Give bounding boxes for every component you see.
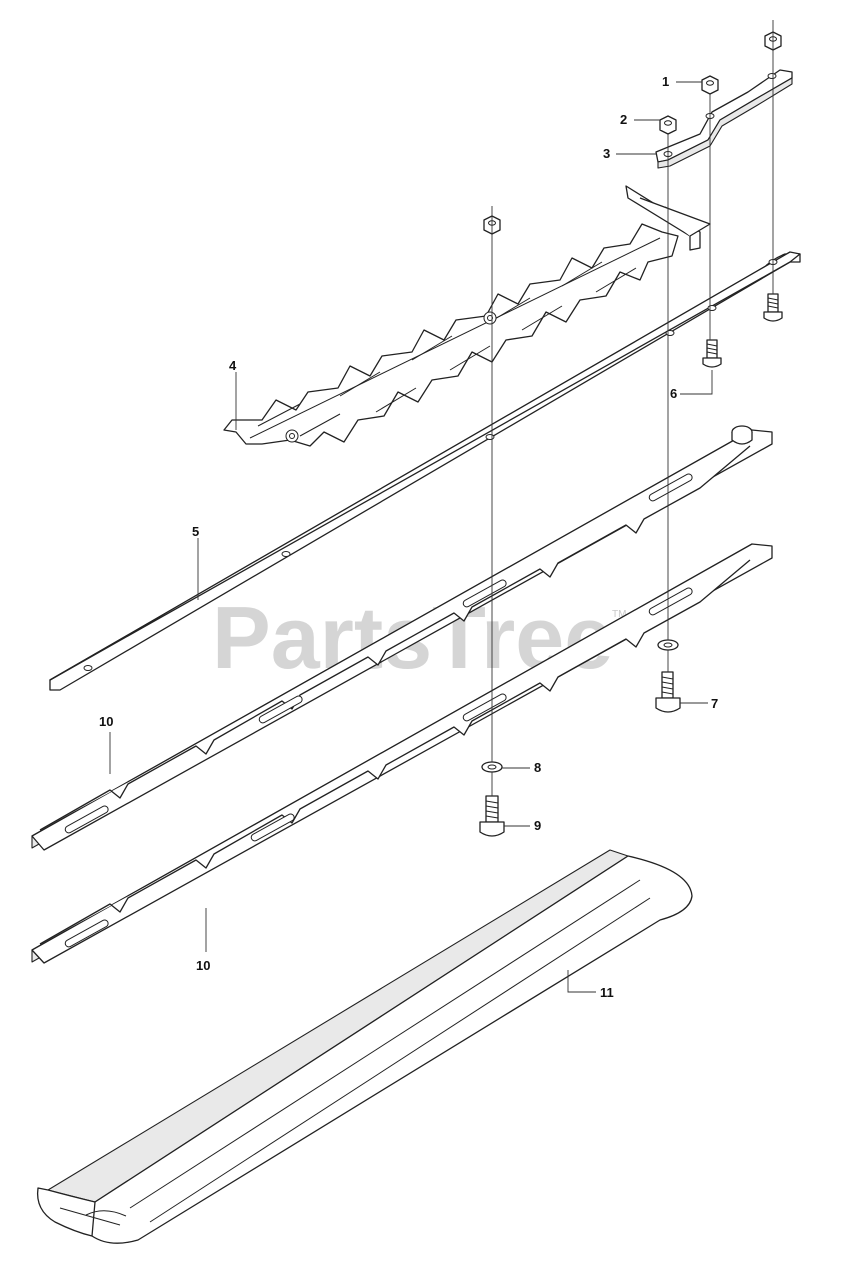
callout-4: 4: [229, 358, 237, 373]
part-6-screw-left: [702, 339, 722, 368]
part-3-bracket: [655, 69, 793, 169]
callout-3: 3: [603, 146, 610, 161]
callout-8: 8: [534, 760, 541, 775]
callout-9: 9: [534, 818, 541, 833]
part-5-support-bar: [49, 251, 801, 691]
part-11-blade-guard: [36, 849, 693, 1244]
part-10-lower-cutter-blade: [31, 543, 773, 964]
callout-1: 1: [662, 74, 669, 89]
callout-11: 11: [600, 985, 614, 1000]
part-10-upper-cutter-blade: [31, 425, 773, 851]
callout-5: 5: [192, 524, 199, 539]
part-7-screw: [655, 671, 681, 713]
part-8-washer: [481, 761, 503, 773]
part-6-screw-right: [763, 293, 783, 322]
part-2-nut: [659, 115, 677, 135]
callout-2: 2: [620, 112, 627, 127]
washer-upper: [657, 639, 679, 651]
callout-6: 6: [670, 386, 677, 401]
part-1-nut: [701, 75, 719, 95]
callout-10-upper: 10: [99, 714, 113, 729]
part-4-fixed-blade: [223, 185, 711, 447]
part-9-screw: [479, 795, 505, 837]
callout-10-lower: 10: [196, 958, 210, 973]
callout-7: 7: [711, 696, 718, 711]
leader-lines: [109, 81, 713, 993]
assembly-axis-lines: [491, 20, 774, 796]
watermark-tm: TM: [612, 609, 626, 620]
